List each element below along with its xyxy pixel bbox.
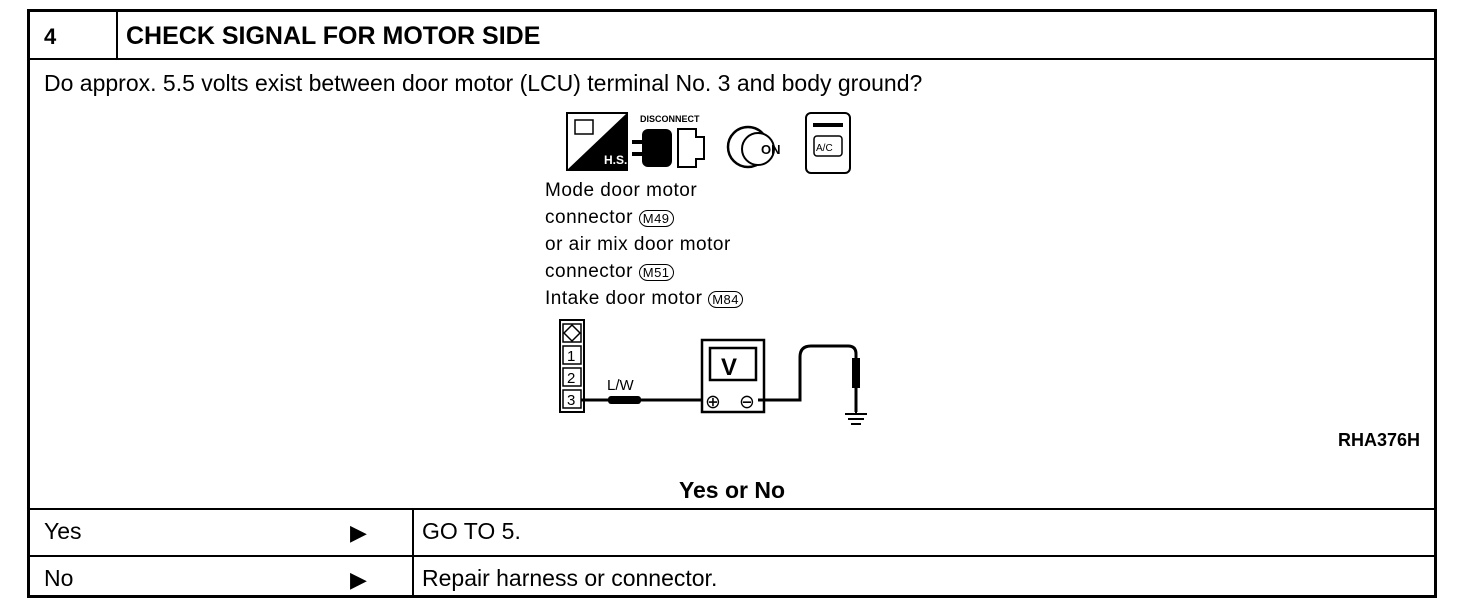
connector-code-m51: M51 [638, 264, 674, 281]
arrow-icon: ▶ [350, 567, 367, 592]
outcome-rows: Yes ▶ GO TO 5. No ▶ Repair harness or co… [30, 508, 1434, 600]
step-header: 4 CHECK SIGNAL FOR MOTOR SIDE [30, 12, 1434, 60]
outcome-row-yes: Yes ▶ GO TO 5. [30, 510, 1434, 554]
figure-reference: RHA376H [1337, 430, 1420, 450]
voltmeter: V ⊕ ⊖ [700, 338, 766, 414]
disconnect-icon: DISCONNECT [632, 114, 705, 168]
negative-terminal: ⊖ [739, 391, 755, 413]
terminal-1: 1 [567, 348, 575, 365]
disconnect-label: DISCONNECT [640, 114, 700, 124]
step-title: CHECK SIGNAL FOR MOTOR SIDE [126, 22, 541, 50]
ground-lead [758, 344, 860, 414]
ignition-on-label: ON [761, 142, 781, 157]
connector-caption-4: connector M51 [545, 261, 674, 283]
ac-switch-icon: A/C [805, 112, 851, 174]
outcome-action: GO TO 5. [422, 518, 521, 544]
yes-or-no-prompt: Yes or No [678, 477, 786, 503]
outcome-row-no: No ▶ Repair harness or connector. [30, 555, 1434, 601]
outcome-action: Repair harness or connector. [422, 565, 718, 591]
probe-wire: L/W [581, 377, 715, 404]
column-divider [412, 508, 414, 598]
connector-caption-5: Intake door motor M84 [545, 288, 743, 310]
outcome-label: Yes [44, 518, 82, 544]
hs-label: H.S. [604, 153, 627, 167]
connector-code-m49: M49 [638, 210, 674, 227]
outcome-label: No [44, 565, 74, 591]
diagram: H.S. DISCONNECT ON A/C [559, 112, 867, 425]
wire-color-label: L/W [607, 377, 635, 394]
arrow-icon: ▶ [350, 520, 367, 545]
terminal-3: 3 [567, 392, 575, 409]
step-number: 4 [30, 12, 118, 58]
meter-label: V [721, 354, 737, 381]
connector-caption-2: connector M49 [545, 207, 674, 229]
question-text: Do approx. 5.5 volts exist between door … [44, 70, 923, 96]
connector-caption-1: Mode door motor [545, 180, 698, 201]
inspection-table: 4 CHECK SIGNAL FOR MOTOR SIDE Do approx.… [27, 9, 1437, 598]
connector-code-m84: M84 [708, 291, 743, 308]
hs-tool-icon: H.S. [566, 112, 628, 171]
connector-terminal-block: 1 2 3 [559, 319, 585, 413]
positive-terminal: ⊕ [705, 391, 721, 413]
connector-caption-3: or air mix door motor [545, 234, 731, 255]
ignition-key-icon: ON [726, 125, 781, 169]
terminal-2: 2 [567, 370, 575, 387]
ground-symbol-icon [845, 413, 867, 425]
ac-label: A/C [816, 143, 833, 154]
